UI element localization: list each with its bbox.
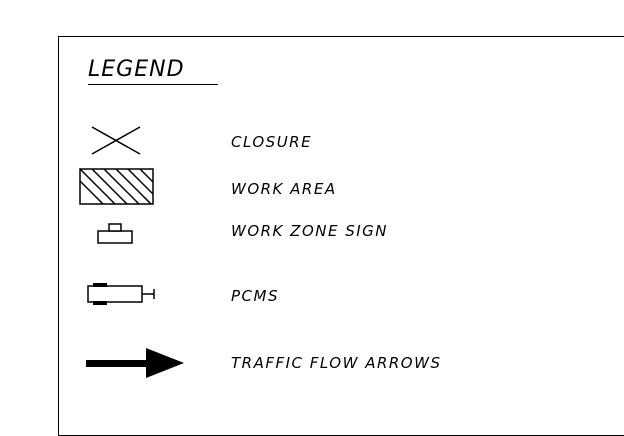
traffic-flow-arrow-icon — [86, 348, 184, 378]
legend-label-work-area: WORK AREA — [231, 180, 337, 198]
legend-label-work-zone-sign: WORK ZONE SIGN — [231, 222, 389, 240]
hatched-work-area-icon — [79, 168, 154, 205]
closure-x-icon — [91, 126, 141, 155]
legend-label-traffic-flow-arrows: TRAFFIC FLOW ARROWS — [231, 354, 442, 372]
work-zone-sign-icon — [97, 223, 133, 244]
legend-label-pcms: PCMS — [231, 287, 279, 305]
legend-title: LEGEND — [88, 58, 218, 85]
pcms-icon — [87, 283, 155, 305]
legend-label-closure: CLOSURE — [231, 133, 313, 151]
